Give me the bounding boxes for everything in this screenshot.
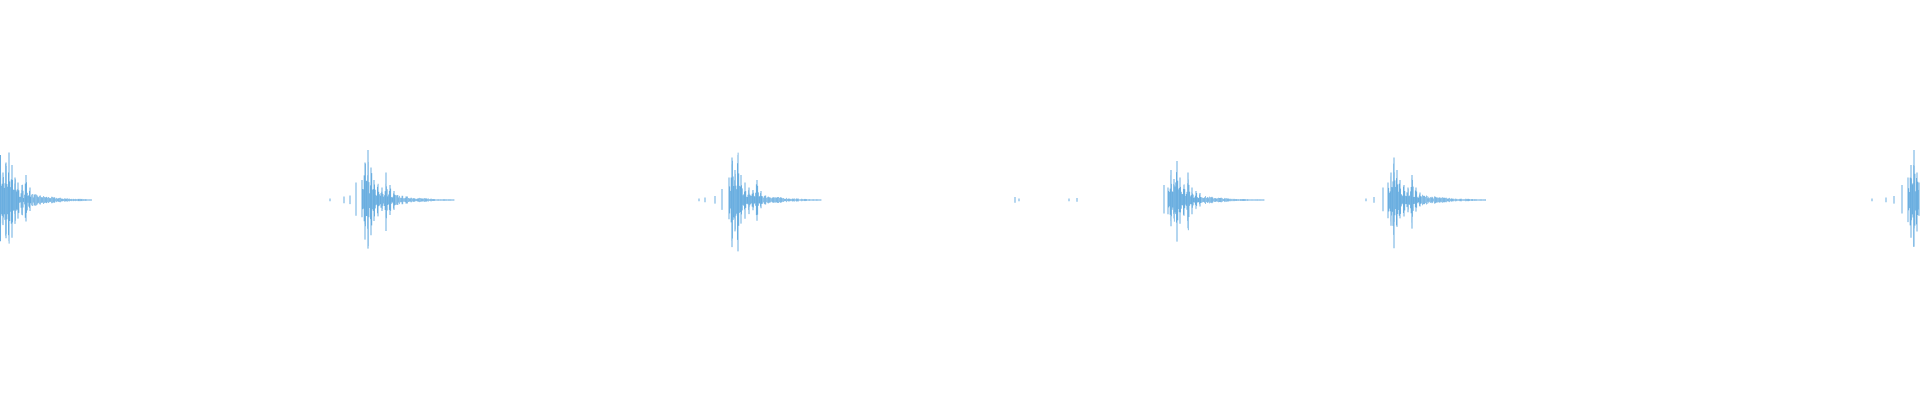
waveform-blip-group	[1014, 197, 1078, 203]
waveform-bursts	[0, 150, 1920, 252]
waveform-burst-3	[698, 152, 822, 252]
waveform-burst-2	[329, 150, 455, 249]
waveform-burst-5	[1365, 157, 1486, 249]
waveform-burst-1	[0, 152, 92, 244]
waveform-burst-4	[1163, 161, 1265, 242]
waveform-burst-6	[1871, 150, 1920, 247]
